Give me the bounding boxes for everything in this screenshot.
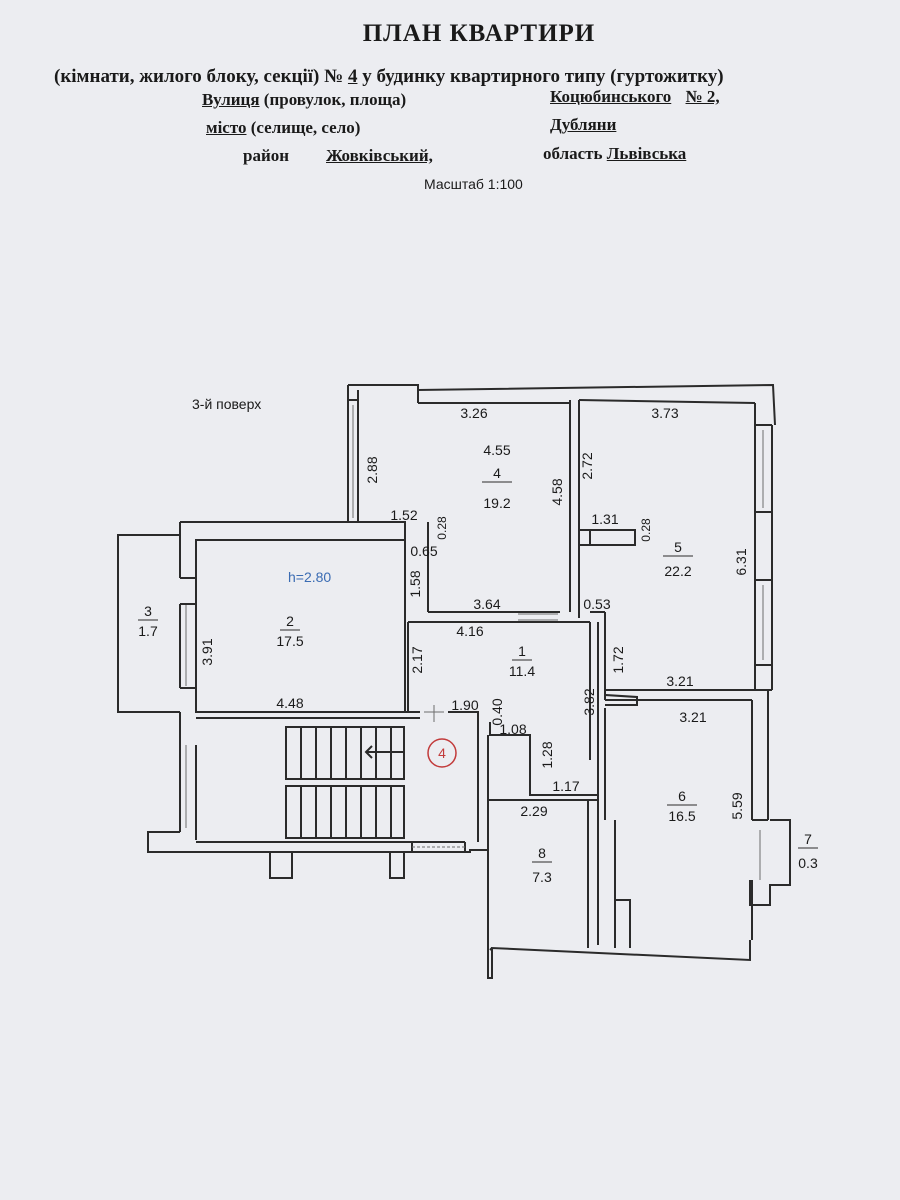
dim-label: 5.59	[729, 792, 745, 819]
dimension-labels: 3.26 4.55 2.88 4.58 1.52 0.28 0.65 1.58 …	[199, 405, 749, 820]
room-7-number: 7	[804, 831, 812, 847]
house-number: № 2,	[685, 87, 720, 106]
room-labels: 1 11.4 2 17.5 3 1.7 4 19.2 5 22.2 6 16.5…	[138, 465, 818, 885]
document-title: ПЛАН КВАРТИРИ	[362, 20, 596, 47]
street-name: Коцюбинського	[550, 87, 672, 106]
dim-label: 2.29	[520, 803, 547, 819]
city-label-underlined: місто	[206, 118, 247, 137]
room-6-area: 16.5	[668, 808, 695, 824]
dim-label: 3.26	[460, 405, 487, 421]
dim-label: 0.28	[639, 518, 653, 542]
dim-label: 1.52	[390, 507, 417, 523]
apartment-number: 4	[347, 66, 358, 87]
district-value: Жовківський,	[326, 146, 433, 165]
dim-label: 1.17	[552, 778, 579, 794]
stair-mark: 4	[438, 745, 446, 761]
dim-label: 1.90	[451, 697, 478, 713]
dim-label: 1.58	[407, 570, 423, 597]
room-2-number: 2	[286, 613, 294, 629]
region-label: область	[543, 144, 603, 163]
room-3-number: 3	[144, 603, 152, 619]
dim-label: 1.31	[591, 511, 618, 527]
dim-label: 4.16	[456, 623, 483, 639]
room-6-number: 6	[678, 788, 686, 804]
dim-label: 0.28	[435, 516, 449, 540]
dim-label: 4.55	[483, 442, 510, 458]
subtitle-prefix: (кімнати, жилого блоку, секції) №	[54, 66, 344, 87]
ceiling-height: h=2.80	[288, 569, 331, 585]
room-8-number: 8	[538, 845, 546, 861]
stair-mark-circle	[427, 738, 457, 768]
room-4-number: 4	[493, 465, 501, 481]
dim-label: 1.72	[610, 646, 626, 673]
city-label-rest: (селище, село)	[250, 118, 361, 137]
dim-label: 2.72	[579, 452, 595, 479]
dim-label: 3.91	[199, 638, 215, 665]
room-8-area: 7.3	[532, 869, 552, 885]
room-3-area: 1.7	[138, 623, 158, 639]
dim-label: 0.53	[583, 596, 610, 612]
district-label: район	[243, 146, 290, 165]
room-7-area: 0.3	[798, 855, 818, 871]
region-value: Львівська	[606, 144, 687, 163]
room-1-area: 11.4	[509, 663, 535, 679]
street-label-rest: (провулок, площа)	[263, 90, 407, 109]
city-value: Дубляни	[550, 115, 617, 134]
dim-label: 4.58	[549, 478, 565, 505]
room-fraction-bars	[138, 481, 818, 863]
floor-label: 3-й поверх	[192, 396, 262, 412]
dim-label: 2.88	[364, 456, 380, 483]
dim-label: 0.40	[489, 698, 505, 725]
region-line: область Львівська	[543, 144, 686, 164]
dim-label: 2.17	[409, 646, 425, 673]
room-5-number: 5	[674, 539, 682, 555]
city-label: місто (селище, село)	[206, 118, 360, 138]
dim-label: 1.08	[499, 721, 526, 737]
dim-label: 1.28	[539, 741, 555, 768]
walls	[117, 383, 791, 979]
scale-label: Масштаб 1:100	[424, 176, 523, 192]
room-1-number: 1	[518, 643, 526, 659]
dim-label: 3.21	[679, 709, 706, 725]
dim-label: 3.21	[666, 673, 693, 689]
street-value: Коцюбинського № 2,	[550, 87, 720, 107]
dim-label: 4.48	[276, 695, 303, 711]
windows	[185, 405, 764, 880]
room-4-area: 19.2	[483, 495, 510, 511]
subtitle-suffix: у будинку квартирного типу (гуртожитку)	[362, 66, 724, 87]
dim-label: 3.64	[473, 596, 500, 612]
street-label-underlined: Вулиця	[202, 90, 260, 109]
document-subtitle: (кімнати, жилого блоку, секції) № 4 у бу…	[54, 66, 724, 88]
room-5-area: 22.2	[664, 563, 691, 579]
dim-label: 3.82	[581, 688, 597, 715]
dim-label: 0.65	[410, 543, 437, 559]
dim-label: 3.73	[651, 405, 678, 421]
room-2-area: 17.5	[276, 633, 303, 649]
dim-label: 6.31	[733, 548, 749, 575]
street-label: Вулиця (провулок, площа)	[202, 90, 406, 110]
